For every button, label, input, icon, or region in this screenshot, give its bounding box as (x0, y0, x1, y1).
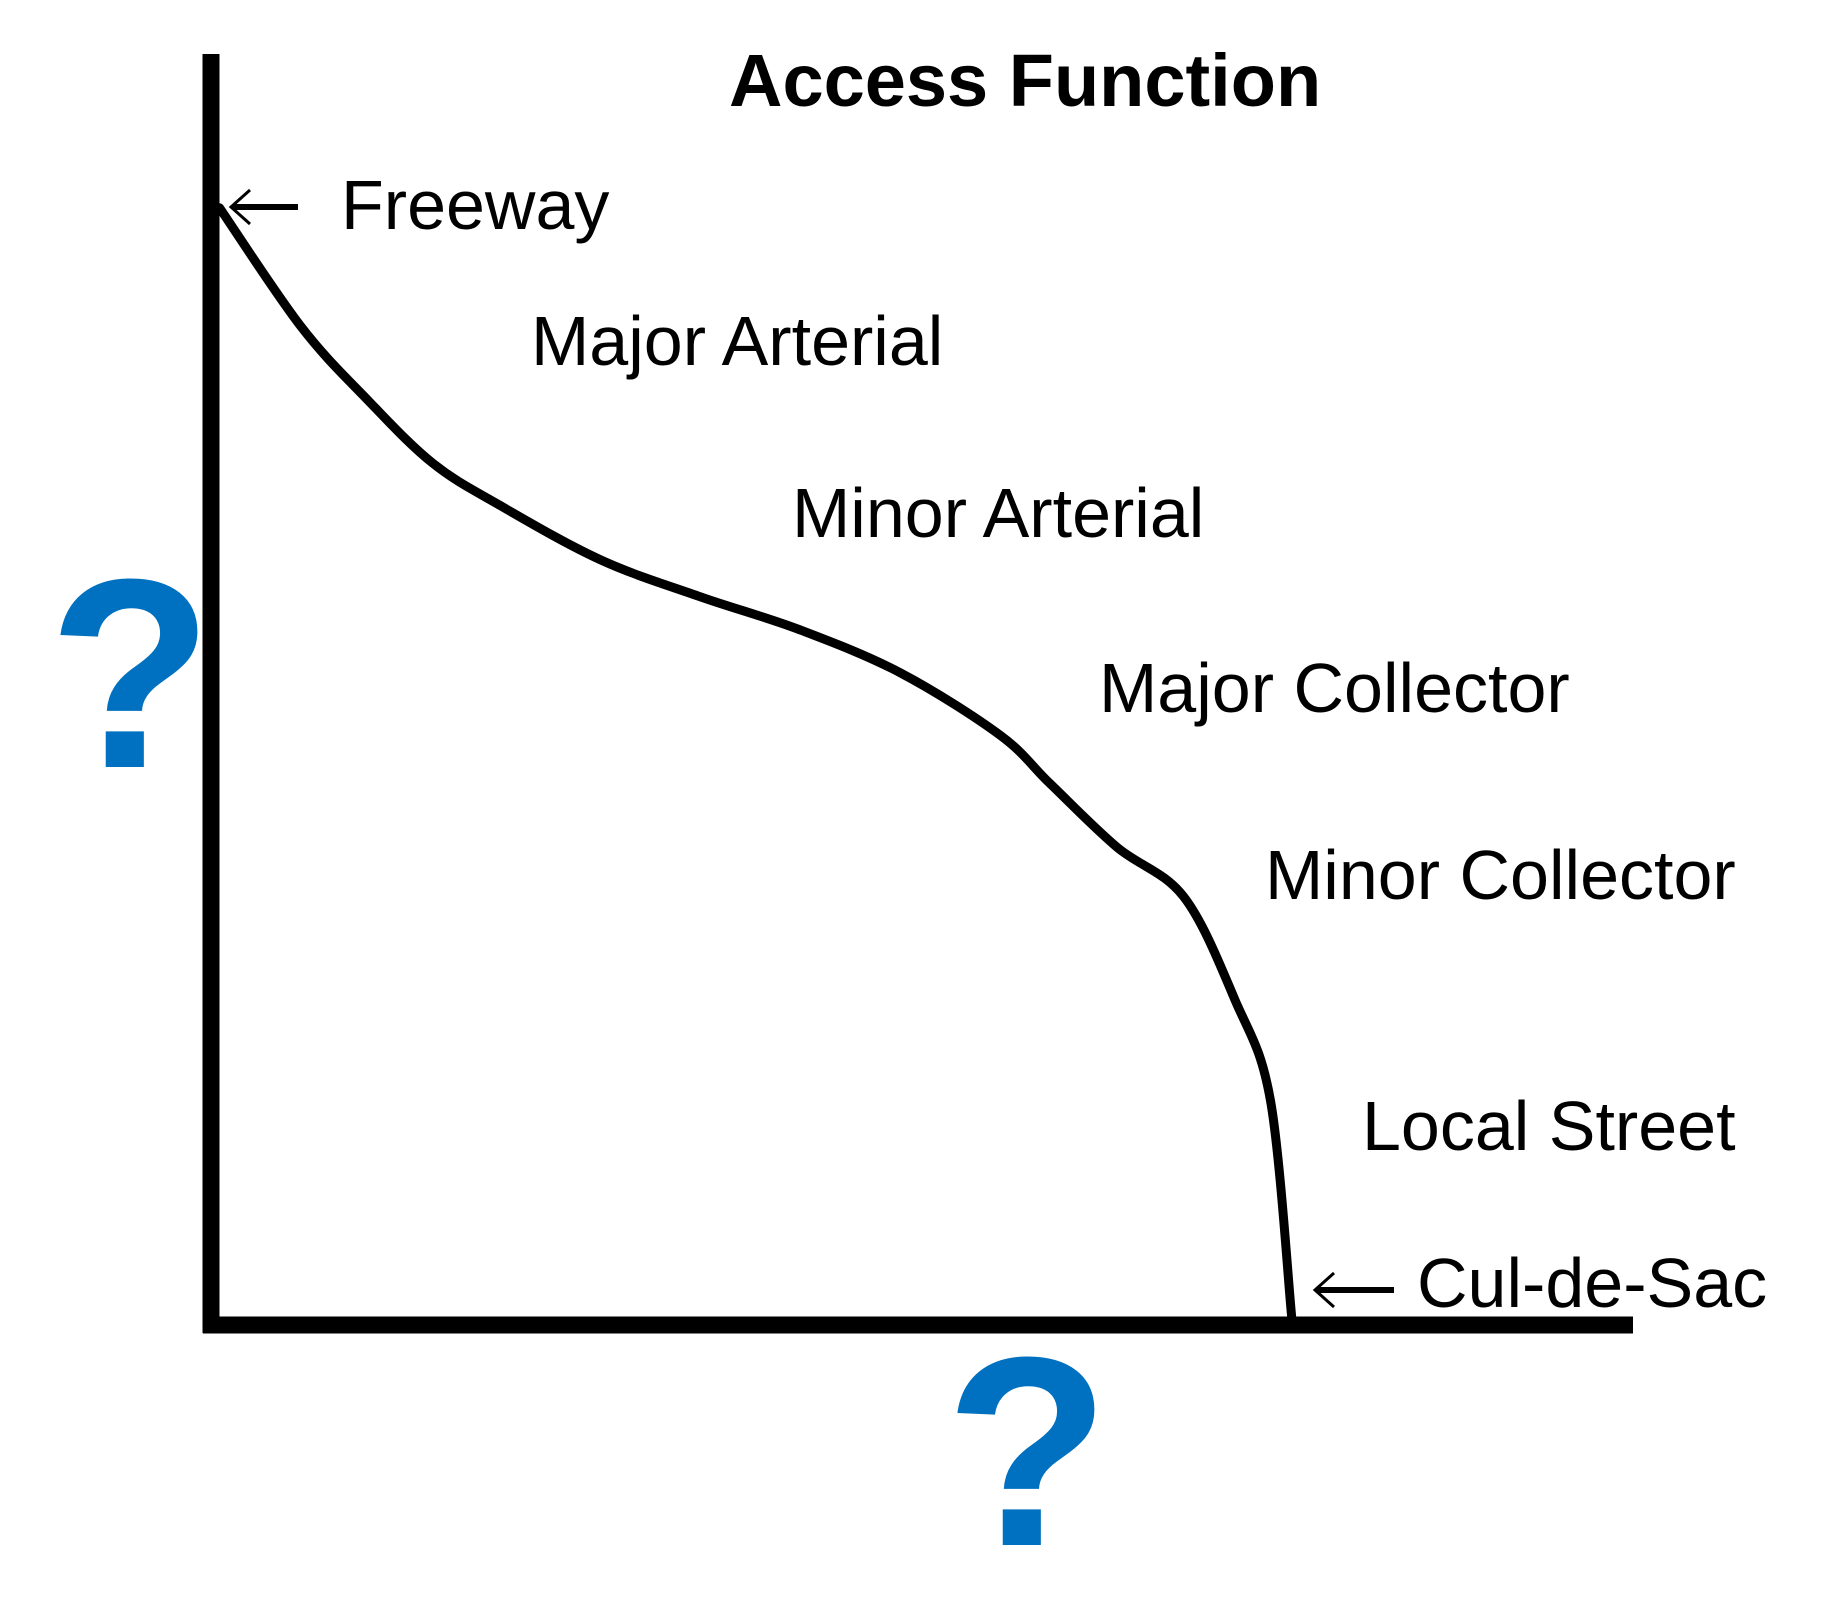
classification-curve (215, 203, 1297, 1322)
access-function-diagram: Access Function Freeway Major Arterial M… (48, 39, 1768, 1588)
label-major-arterial: Major Arterial (531, 302, 944, 380)
label-major-collector: Major Collector (1099, 649, 1570, 727)
label-cul-de-sac: Cul-de-Sac (1417, 1244, 1768, 1322)
x-axis-question-icon: ? (945, 1302, 1110, 1603)
label-local-street: Local Street (1362, 1087, 1736, 1165)
plot-area (202, 54, 1633, 1334)
cul-de-sac-arrow-icon (1312, 1271, 1394, 1309)
label-minor-collector: Minor Collector (1265, 836, 1736, 914)
chart-title: Access Function (729, 39, 1322, 122)
y-axis-question-icon: ? (48, 524, 213, 825)
freeway-arrow-icon (228, 188, 298, 226)
label-minor-arterial: Minor Arterial (792, 474, 1205, 552)
label-freeway: Freeway (341, 166, 610, 244)
